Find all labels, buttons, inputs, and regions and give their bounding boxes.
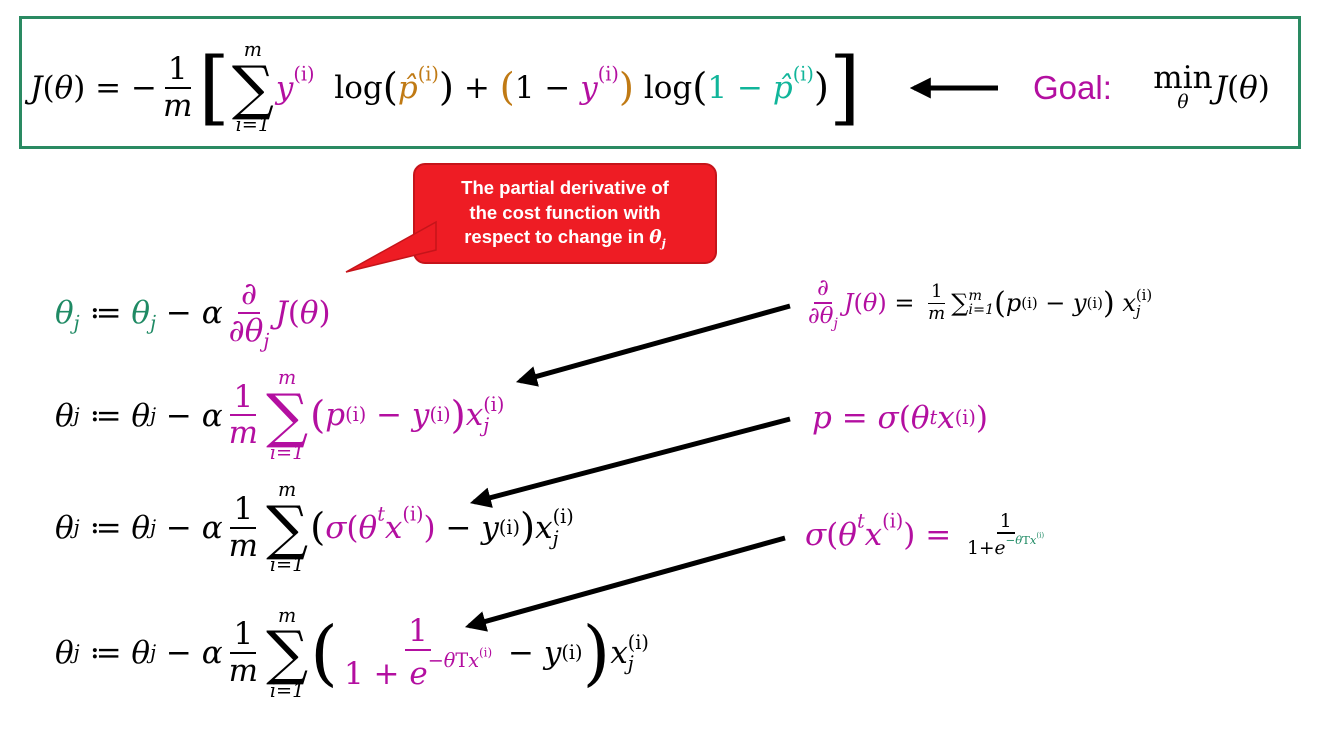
partial-derivative-callout: The partial derivative of the cost funct… <box>413 163 717 264</box>
callout-theta-j: θj <box>649 227 666 251</box>
callout-tail <box>345 220 437 273</box>
callout-line-3: respect to change in <box>464 226 645 248</box>
update-rule-1: θj ≔ θj − α ∂∂θj J(θ) <box>55 276 331 353</box>
goal-label: Goal: <box>1033 68 1112 106</box>
arrow-probability-to-rule-3 <box>469 416 791 508</box>
callout-line-2: the cost function with <box>469 201 661 223</box>
cost-function-box <box>19 16 1301 149</box>
arrow-derivative-to-rule-2 <box>515 303 791 387</box>
arrow-sigmoid-to-rule-4 <box>464 535 786 632</box>
callout-line-1: The partial derivative of <box>461 177 669 199</box>
